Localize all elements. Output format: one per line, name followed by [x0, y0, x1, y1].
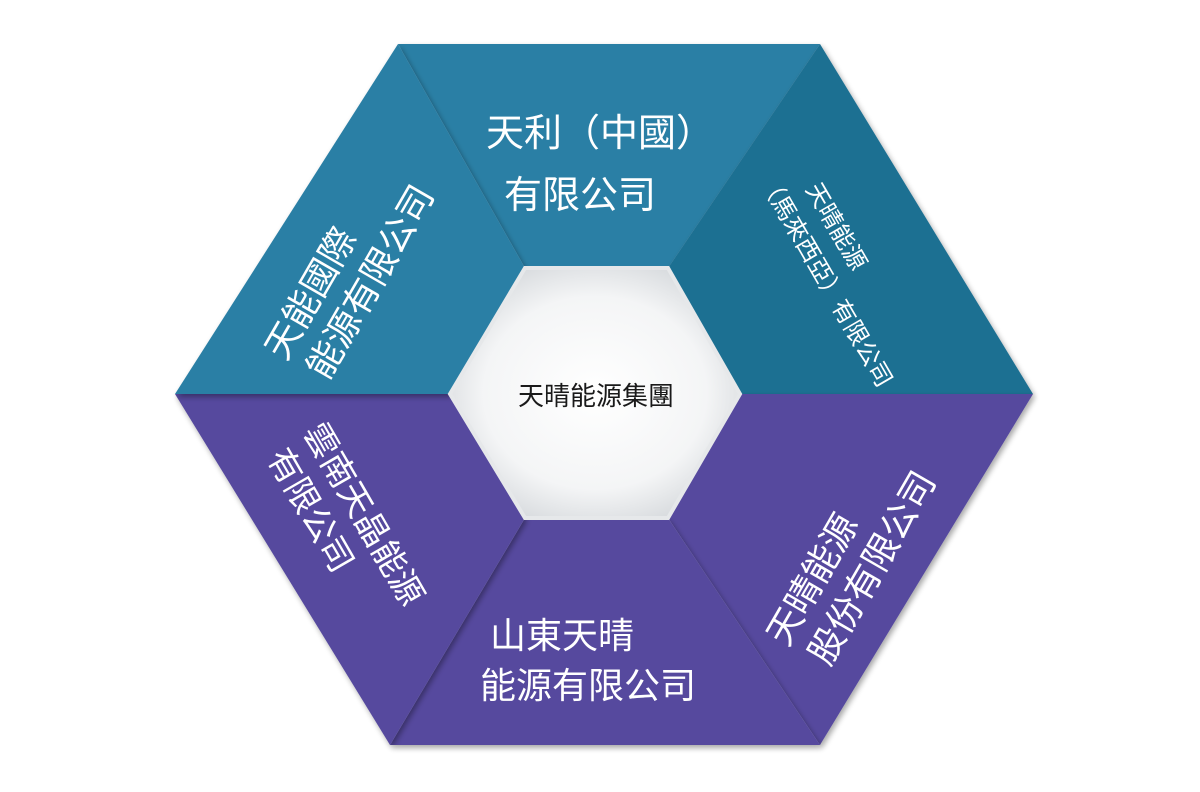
segment-top-left: [175, 44, 525, 394]
center-hexagon: [447, 266, 743, 520]
label-bottom-line-2: 能源有限公司: [480, 666, 696, 707]
segment-top: [398, 44, 820, 268]
label-top: 天利（中國） 有限公司: [486, 111, 714, 217]
label-bottom-line-1: 山東天晴: [490, 616, 634, 657]
label-top-line-1: 天利（中國）: [486, 111, 714, 155]
segment-top-right: [668, 44, 1033, 394]
label-top-line-2: 有限公司: [504, 173, 656, 217]
segment-bottom: [390, 518, 820, 745]
segment-bottom-right: [668, 394, 1033, 745]
segment-bottom-left: [175, 394, 525, 745]
label-bottom: 山東天晴 能源有限公司: [480, 616, 696, 707]
center-label: 天晴能源集團: [518, 382, 674, 412]
